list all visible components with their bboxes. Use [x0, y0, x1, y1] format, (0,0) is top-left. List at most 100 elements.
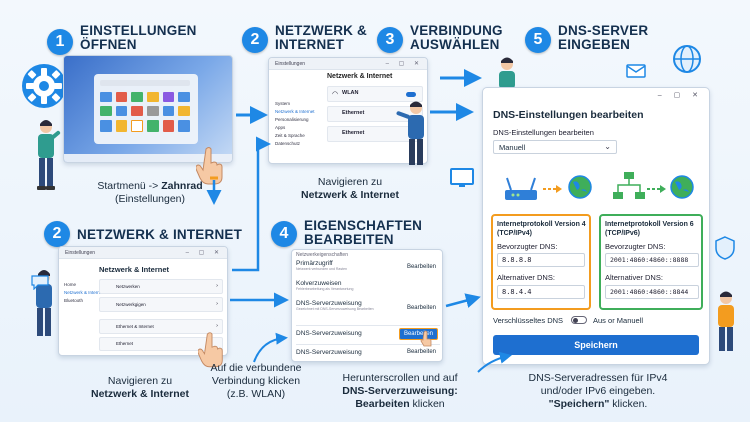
step-2-title-line2: INTERNET — [275, 37, 345, 52]
ipv4-title: Internetprotokoll Version 4 (TCP/IPv4) — [497, 221, 586, 237]
person-illustration-3 — [396, 101, 424, 165]
network-row-1[interactable]: Netzwerken› — [99, 279, 223, 294]
ipv6-preferred-input[interactable]: 2001:4860:4860::8888 — [605, 253, 699, 267]
ipv4-preferred-input[interactable]: 8.8.8.8 — [497, 253, 585, 267]
props-row-1: Primärzugriff Netzwerk verbunden und Ras… — [296, 260, 440, 278]
caption-5-rest: klicken. — [609, 398, 648, 410]
encrypted-dns-off: Aus — [593, 316, 606, 325]
encrypted-dns-toggle[interactable] — [571, 316, 587, 324]
sidebar-item-time-language[interactable]: Zeit & Sprache — [275, 133, 305, 138]
encrypted-dns-value: Aus or Manuell — [593, 316, 643, 325]
step-3-title: VERBINDUNG AUSWÄHLEN — [410, 24, 503, 52]
caption-4-bold: Bearbeiten — [355, 398, 410, 410]
network-row-4[interactable]: Ethernet — [99, 337, 223, 351]
window-header-2: Netzwerk & Internet — [99, 265, 170, 274]
props-row-1-title: Primärzugriff — [296, 260, 333, 267]
caption-3-line1: Auf die verbundene — [210, 362, 302, 374]
network-row-2[interactable]: Netzwerkgigen› — [99, 297, 223, 312]
mail-icon — [626, 64, 646, 78]
person-illustration — [37, 120, 61, 190]
step-5-number: 5 — [525, 27, 551, 53]
ipv6-alternate-label: Alternativer DNS: — [605, 273, 663, 282]
step-1-number: 1 — [47, 29, 73, 55]
step-5-title: DNS-SERVER EINGEBEN — [558, 24, 648, 52]
step-3-title-line1: VERBINDUNG — [410, 23, 503, 38]
globe-icon — [673, 45, 701, 73]
caption-2-line1: Navigieren zu — [317, 176, 383, 188]
step-1-title: EINSTELLUNGEN ÖFFNEN — [80, 24, 197, 52]
settings-app-icon[interactable] — [131, 120, 143, 132]
caption-1-bold: Zahnrad — [161, 180, 203, 192]
arrow-right-icon-2 — [647, 185, 666, 193]
step-1-title-line1: EINSTELLUNGEN — [80, 23, 197, 38]
sidebar-item-privacy[interactable]: Datenschutz — [275, 141, 301, 146]
step-2b-title: NETZWERK & INTERNET — [77, 227, 243, 242]
props-row-3: DNS-Serverzuweisung Gezeichnet mit DNS-S… — [296, 300, 440, 320]
person-illustration-6 — [718, 291, 734, 351]
dns-dialog-subtitle: DNS-Einstellungen bearbeiten — [493, 128, 594, 137]
caption-3-line2: Verbindung klicken — [211, 375, 301, 387]
arrow-5-curve — [477, 351, 512, 373]
dns-mode-select[interactable]: Manuell ⌄ — [493, 140, 617, 154]
props-row-3-edit-button[interactable]: Bearbeiten — [406, 305, 436, 311]
step-3-title-line2: AUSWÄHLEN — [410, 37, 500, 52]
step-2b-number: 2 — [44, 221, 70, 247]
step-4-number: 4 — [271, 221, 297, 247]
window-header: Netzwerk & Internet — [327, 73, 393, 80]
props-row-5: DNS-Serverzuweisung Bearbeiten — [296, 344, 440, 358]
arrow-right-icon — [543, 185, 562, 193]
hand-pointer-icon-2 — [198, 332, 223, 368]
arrow-caption-curve — [253, 332, 288, 363]
ipv4-alternate-input[interactable]: 8.8.4.4 — [497, 285, 585, 299]
props-row-5-title: DNS-Serverzuweisung — [296, 349, 362, 356]
props-row-1-edit-button[interactable]: Bearbeiten — [406, 264, 436, 270]
props-row-3-title: DNS-Serverzuweisung — [296, 300, 362, 307]
caption-5-line1: DNS-Serveradressen für IPv4 — [528, 372, 668, 384]
sidebar-item-apps[interactable]: Apps — [275, 125, 286, 130]
arrow-4-to-5 — [445, 293, 481, 308]
step-4-title: EIGENSCHAFTEN BEARBEITEN — [304, 219, 422, 247]
props-row-2-title: Kolverzuweisen — [296, 280, 342, 287]
ipv6-title: Internetprotokoll Version 6 (TCP/IPv6) — [605, 221, 694, 237]
step-2-title-line1: NETZWERK & — [275, 23, 367, 38]
wlan-label: WLAN — [342, 90, 359, 96]
wifi-icon: ◠ — [332, 91, 339, 98]
network-row-1-label: Netzwerken — [116, 284, 140, 289]
props-row-4: DNS-Serverzuweisung Bearbeiten — [296, 325, 440, 340]
network-settings-window: Einstellungen– ▢ ✕ Netzwerk & Internet S… — [268, 57, 428, 164]
sidebar-item-bluetooth[interactable]: Bluetooth — [64, 298, 84, 303]
sidebar-item-personalization[interactable]: Personalisierung — [275, 117, 309, 122]
arrow-2b-to-2 — [232, 136, 271, 272]
step-1-title-line2: ÖFFNEN — [80, 37, 137, 52]
sidebar-item-system[interactable]: System — [275, 101, 291, 106]
globe-icon-ipv4 — [568, 175, 592, 199]
caption-1-text: Startmenü -> — [97, 180, 162, 192]
ipv6-panel: Internetprotokoll Version 6 (TCP/IPv6) B… — [599, 214, 703, 310]
caption-5-line2: und/oder IPv6 eingeben. — [540, 385, 656, 397]
sidebar-item-network[interactable]: Netzwerk & Internet — [275, 109, 315, 114]
monitor-icon — [450, 168, 474, 187]
ipv4-panel: Internetprotokoll Version 4 (TCP/IPv4) B… — [491, 214, 591, 310]
mouse-cursor-icon — [420, 330, 432, 347]
network-row-3[interactable]: Ethernet & Internet› — [99, 319, 223, 334]
dns-mode-value: Manuell — [499, 143, 526, 152]
wlan-row[interactable]: ◠ WLAN — [327, 86, 423, 102]
props-row-0: Netzwerkeigenschaften — [296, 252, 348, 258]
dns-edit-button[interactable]: Bearbeiten — [398, 328, 438, 340]
ipv6-alternate-input[interactable]: 2001:4860:4860::8844 — [605, 285, 699, 299]
ipv4-alternate-label: Alternativer DNS: — [497, 273, 555, 282]
step-4-caption: Herunterscrollen und auf DNS-Serverzuwei… — [330, 372, 470, 411]
wlan-toggle[interactable] — [406, 92, 416, 97]
caption-2-line2: Netzwerk & Internet — [300, 189, 400, 201]
props-row-5-edit-button[interactable]: Bearbeiten — [406, 349, 436, 355]
sidebar-item-network-2[interactable]: Netzwerk & Internet — [64, 290, 104, 295]
desktop-screenshot — [63, 55, 233, 163]
window-title: Einstellungen — [275, 61, 306, 67]
sidebar-item-home[interactable]: Home — [64, 282, 77, 287]
taskbar — [64, 154, 232, 162]
save-button[interactable]: Speichern — [493, 335, 699, 355]
caption-4-line1: Herunterscrollen und auf — [342, 372, 458, 384]
ethernet-row-1[interactable]: Ethernet — [327, 106, 423, 122]
window-titlebar-2: Einstellungen– ▢ ✕ — [59, 247, 227, 259]
